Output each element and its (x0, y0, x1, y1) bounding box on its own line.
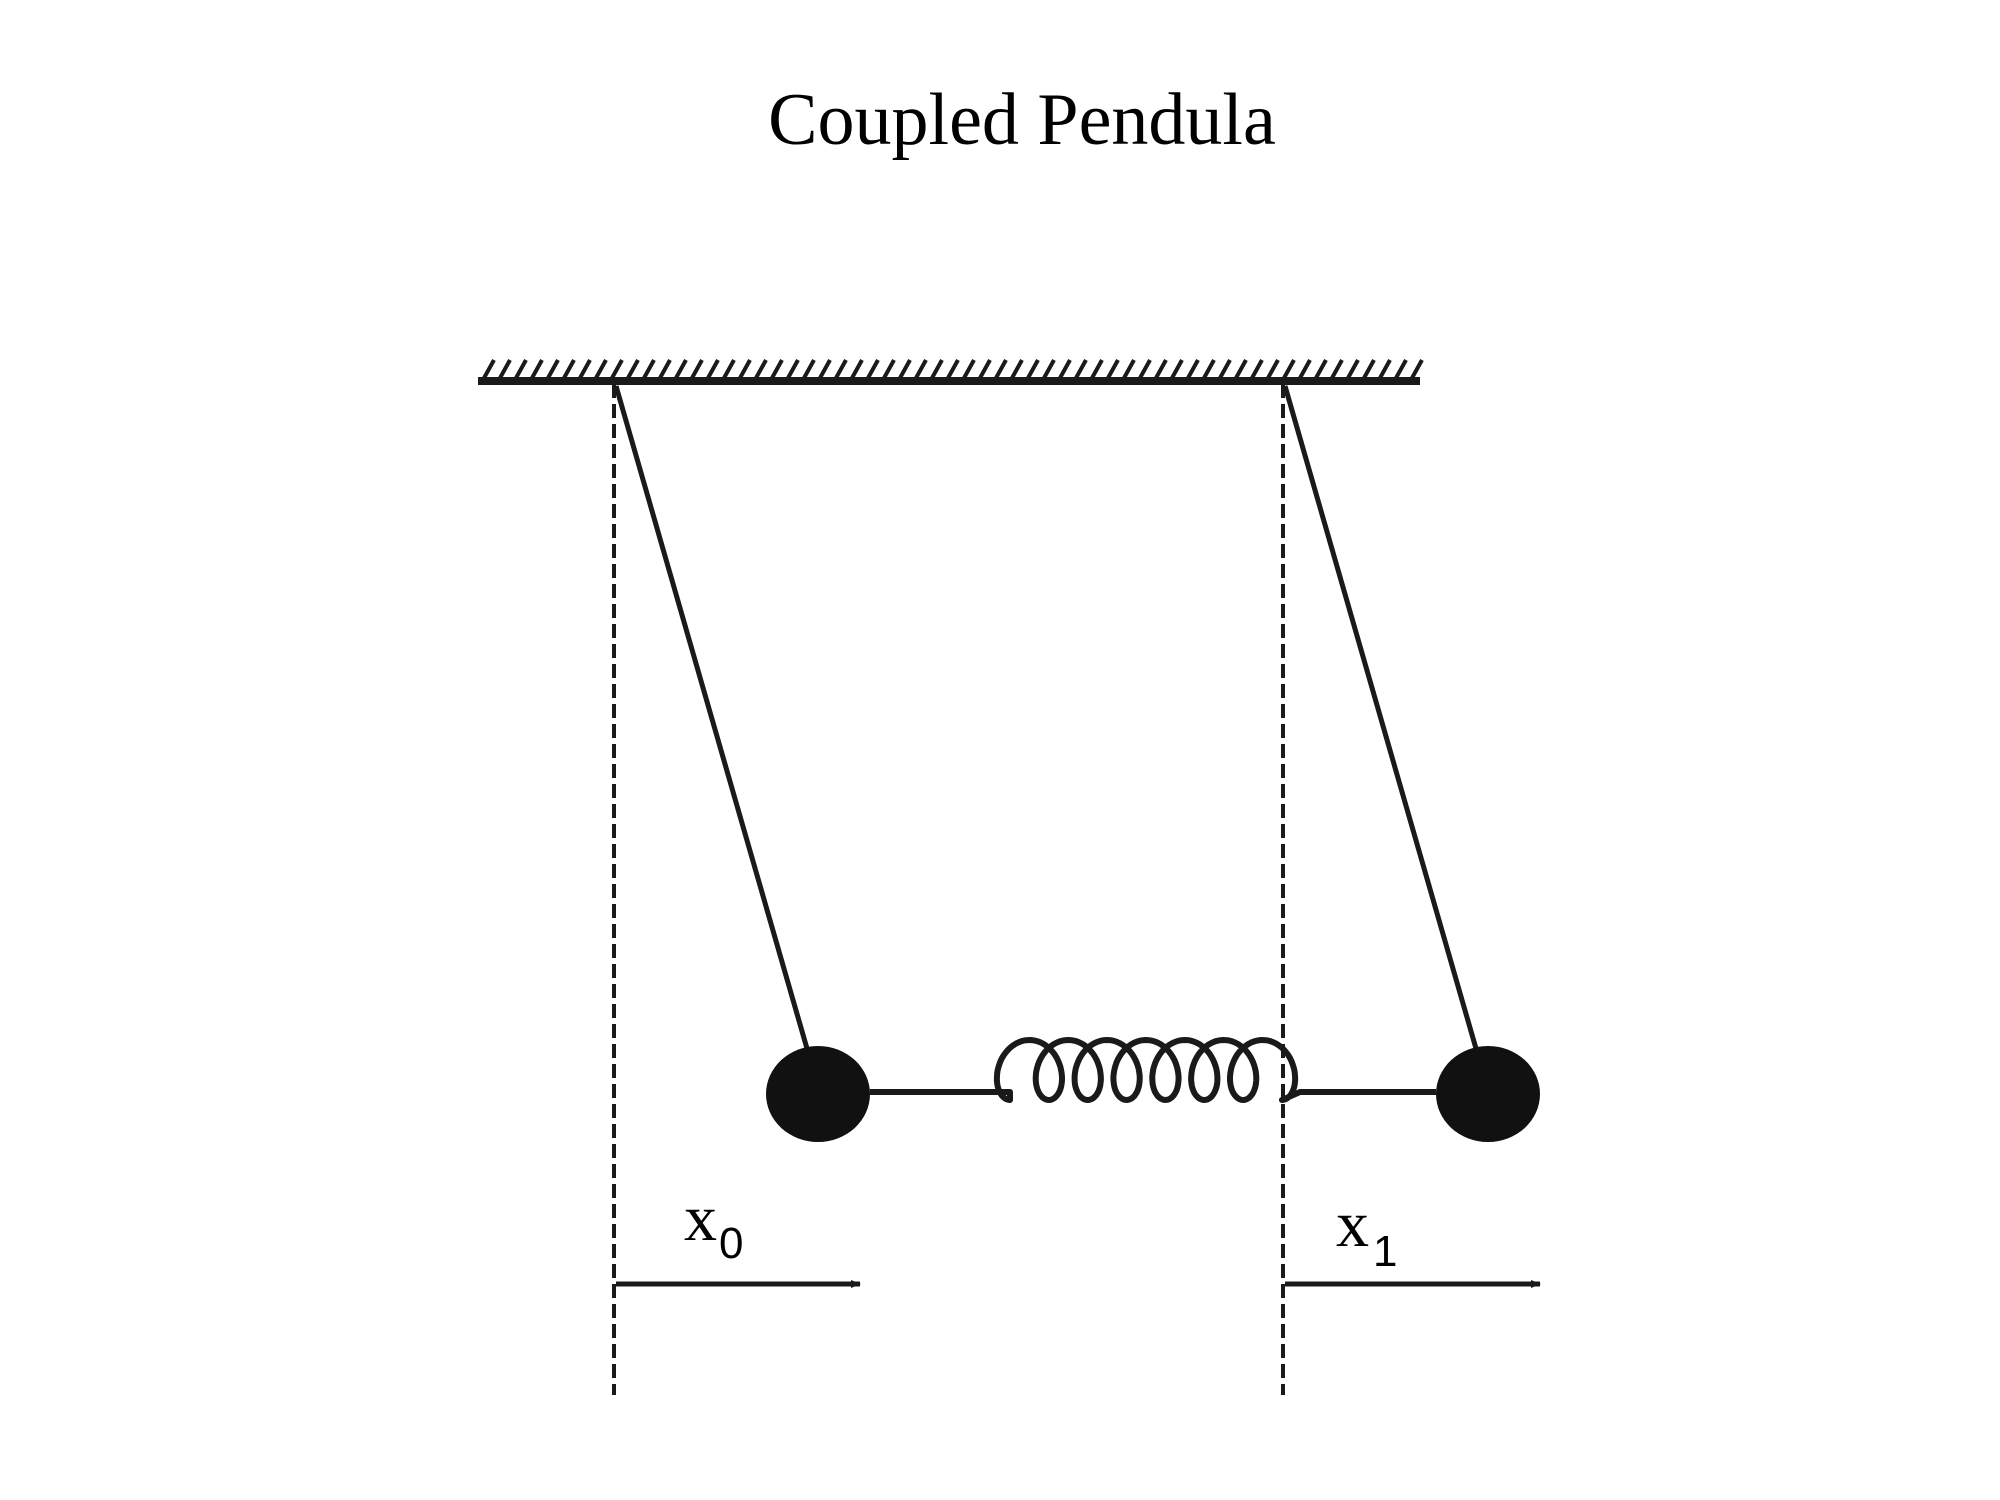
hatch-mark (658, 359, 672, 379)
hatch-mark (642, 359, 656, 379)
hatch-mark (1234, 359, 1248, 379)
hatch-mark (1058, 359, 1072, 379)
hatch-mark (1122, 359, 1136, 379)
hatch-mark (914, 359, 928, 379)
hatch-mark (1314, 359, 1328, 379)
hatch-mark (514, 359, 528, 379)
x0-label: x0 (684, 1182, 743, 1268)
hatch-mark (962, 359, 976, 379)
hatch-mark (1218, 359, 1232, 379)
hatch-mark (1298, 359, 1312, 379)
hatch-mark (546, 359, 560, 379)
hatch-mark (562, 359, 576, 379)
hatch-mark (626, 359, 640, 379)
hatch-mark (1266, 359, 1280, 379)
right-pendulum-bob (1436, 1046, 1540, 1142)
hatch-mark (578, 359, 592, 379)
hatch-mark (1250, 359, 1264, 379)
right-pendulum-string (1282, 385, 1480, 1053)
hatch-mark (530, 359, 544, 379)
ceiling-hatching (482, 359, 1424, 379)
hatch-mark (1394, 359, 1408, 379)
hatch-mark (1074, 359, 1088, 379)
hatch-mark (1282, 359, 1296, 379)
hatch-mark (594, 359, 608, 379)
left-pendulum-string (613, 385, 811, 1053)
hatch-mark (786, 359, 800, 379)
hatch-mark (994, 359, 1008, 379)
hatch-mark (930, 359, 944, 379)
hatch-mark (866, 359, 880, 379)
hatch-mark (754, 359, 768, 379)
hatch-mark (1170, 359, 1184, 379)
hatch-mark (1330, 359, 1344, 379)
hatch-mark (738, 359, 752, 379)
hatch-mark (1378, 359, 1392, 379)
hatch-mark (1186, 359, 1200, 379)
hatch-mark (898, 359, 912, 379)
diagram-title: Coupled Pendula (768, 79, 1276, 161)
hatch-mark (978, 359, 992, 379)
hatch-mark (1026, 359, 1040, 379)
hatch-mark (722, 359, 736, 379)
hatch-mark (882, 359, 896, 379)
hatch-mark (1410, 359, 1424, 379)
hatch-mark (802, 359, 816, 379)
ceiling-support (478, 359, 1424, 385)
left-pendulum-bob (766, 1046, 870, 1142)
hatch-mark (1042, 359, 1056, 379)
hatch-mark (1202, 359, 1216, 379)
hatch-mark (1106, 359, 1120, 379)
hatch-mark (706, 359, 720, 379)
x1-label: x1 (1336, 1188, 1397, 1276)
coupling-spring (870, 1037, 1436, 1103)
hatch-mark (482, 359, 496, 379)
hatch-mark (1010, 359, 1024, 379)
hatch-mark (834, 359, 848, 379)
hatch-mark (770, 359, 784, 379)
hatch-mark (946, 359, 960, 379)
hatch-mark (850, 359, 864, 379)
hatch-mark (690, 359, 704, 379)
hatch-mark (498, 359, 512, 379)
hatch-mark (1154, 359, 1168, 379)
hatch-mark (1138, 359, 1152, 379)
hatch-mark (1362, 359, 1376, 379)
hatch-mark (1346, 359, 1360, 379)
hatch-mark (610, 359, 624, 379)
hatch-mark (818, 359, 832, 379)
hatch-mark (1090, 359, 1104, 379)
hatch-mark (674, 359, 688, 379)
